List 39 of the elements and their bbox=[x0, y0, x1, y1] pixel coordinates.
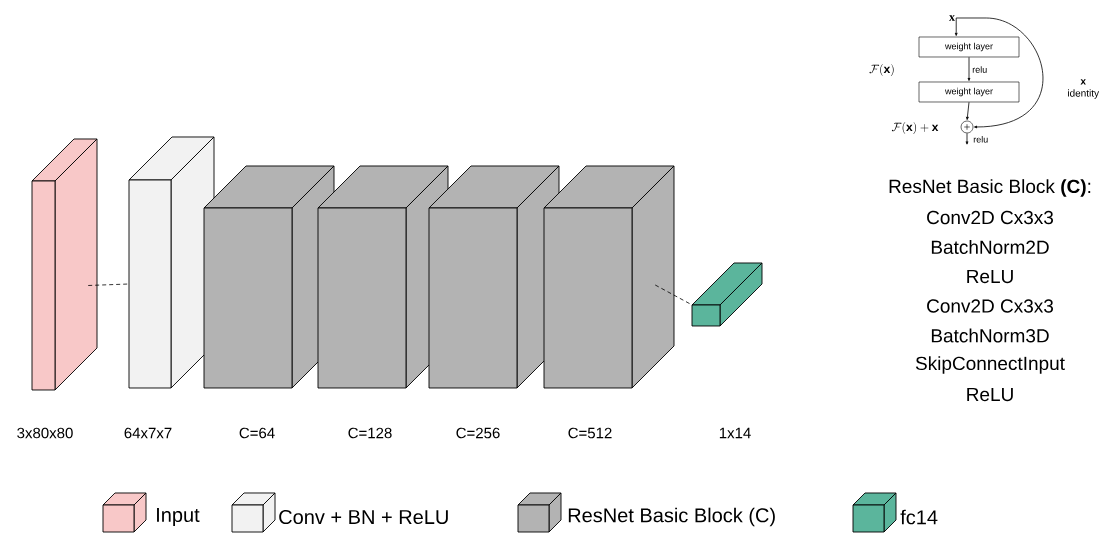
dimension-label: 3x80x80 bbox=[17, 427, 73, 439]
layer-box: weight layer bbox=[918, 36, 1020, 58]
arrow bbox=[966, 101, 970, 120]
edge-label: relu bbox=[972, 135, 990, 144]
block-description: ReLU bbox=[967, 387, 1013, 402]
block-description: SkipConnectInput bbox=[915, 356, 1065, 374]
block-description: Conv2D Cx3x3 bbox=[927, 299, 1053, 313]
dimension-label: C=512 bbox=[568, 427, 612, 439]
dimension-label: 64x7x7 bbox=[124, 427, 172, 439]
block-description: BatchNorm3D bbox=[931, 328, 1049, 343]
dimension-label: C=128 bbox=[348, 427, 392, 439]
block-description: ReLU bbox=[967, 269, 1013, 284]
legend-label: Conv + BN + ReLU bbox=[279, 509, 448, 525]
cuboid bbox=[203, 165, 335, 389]
legend-label: ResNet Basic Block (C) bbox=[568, 507, 775, 527]
legend-label: Input bbox=[157, 508, 200, 526]
dimension-label: C=64 bbox=[239, 427, 275, 439]
edge-label: relu bbox=[971, 65, 989, 74]
arrow bbox=[955, 17, 1044, 129]
legend-label: fc14 bbox=[900, 509, 938, 525]
formula-label: $\mathcal{F}(\mathbf{x})+\mathbf{x}$ bbox=[891, 122, 939, 134]
block-description: ResNet Basic Block (C): bbox=[889, 179, 1091, 197]
cuboid bbox=[428, 165, 560, 389]
arrow bbox=[965, 132, 969, 145]
block-description: Conv2D Cx3x3 bbox=[927, 210, 1053, 225]
cuboid bbox=[691, 262, 763, 327]
dimension-label: C=256 bbox=[456, 427, 500, 439]
input-label: x bbox=[949, 15, 955, 21]
edge-label: x identity bbox=[1062, 78, 1105, 100]
formula-label: $\mathcal{F}(\mathbf{x})$ bbox=[869, 64, 894, 76]
arrow bbox=[954, 17, 958, 36]
arrow bbox=[967, 56, 971, 81]
block-description: BatchNorm2D bbox=[931, 240, 1049, 254]
dimension-label: 1x14 bbox=[719, 427, 751, 439]
cuboid bbox=[543, 165, 675, 389]
cuboid bbox=[31, 138, 98, 391]
layer-box: weight layer bbox=[918, 81, 1020, 103]
sum-circle bbox=[960, 120, 974, 134]
cuboid bbox=[128, 136, 215, 389]
